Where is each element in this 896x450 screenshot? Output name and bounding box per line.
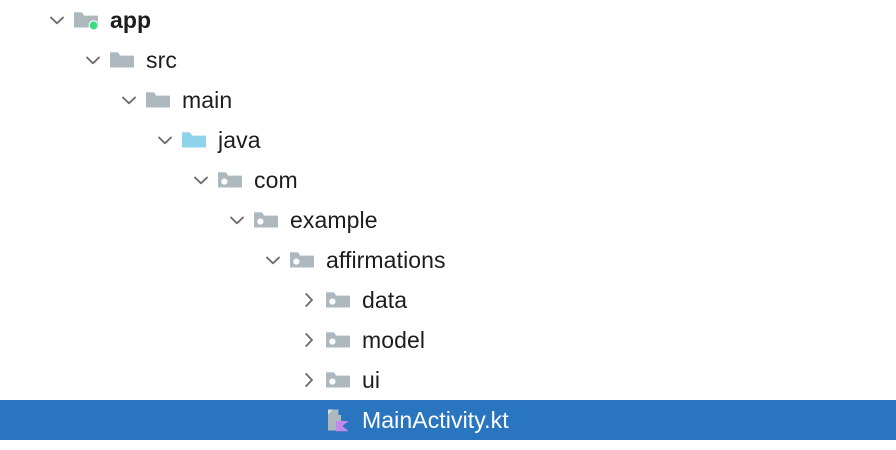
chevron-down-icon[interactable]	[188, 167, 214, 193]
tree-node-label: app	[110, 6, 152, 33]
tree-node-label: data	[362, 286, 408, 313]
package-folder-icon	[324, 286, 352, 314]
indent-spacer	[0, 420, 296, 421]
chevron-down-icon[interactable]	[224, 207, 250, 233]
indent-spacer	[0, 340, 296, 341]
tree-row[interactable]: ui	[0, 360, 896, 400]
tree-row[interactable]: affirmations	[0, 240, 896, 280]
package-folder-icon	[288, 246, 316, 274]
tree-row[interactable]: com	[0, 160, 896, 200]
tree-row[interactable]: src	[0, 40, 896, 80]
tree-node-label: affirmations	[326, 246, 446, 273]
chevron-right-icon[interactable]	[296, 327, 322, 353]
chevron-down-icon[interactable]	[44, 7, 70, 33]
tree-row[interactable]: java	[0, 120, 896, 160]
chevron-down-icon[interactable]	[152, 127, 178, 153]
tree-row[interactable]: main	[0, 80, 896, 120]
tree-node-label: com	[254, 166, 298, 193]
expander-placeholder	[296, 407, 322, 433]
kotlin-file-icon	[324, 406, 352, 434]
chevron-right-icon[interactable]	[296, 367, 322, 393]
folder-icon	[144, 86, 172, 114]
source-root-folder-icon	[180, 126, 208, 154]
chevron-down-icon[interactable]	[80, 47, 106, 73]
tree-row[interactable]: data	[0, 280, 896, 320]
indent-spacer	[0, 380, 296, 381]
tree-row[interactable]: model	[0, 320, 896, 360]
tree-node-label: src	[146, 46, 177, 73]
tree-node-label: model	[362, 326, 426, 353]
tree-row[interactable]: example	[0, 200, 896, 240]
indent-spacer	[0, 260, 260, 261]
module-folder-icon	[72, 6, 100, 34]
tree-row[interactable]: app	[0, 0, 896, 40]
package-folder-icon	[216, 166, 244, 194]
indent-spacer	[0, 60, 80, 61]
chevron-down-icon[interactable]	[260, 247, 286, 273]
chevron-right-icon[interactable]	[296, 287, 322, 313]
indent-spacer	[0, 300, 296, 301]
indent-spacer	[0, 140, 152, 141]
tree-node-label: example	[290, 206, 378, 233]
tree-node-label: ui	[362, 366, 381, 393]
package-folder-icon	[324, 366, 352, 394]
chevron-down-icon[interactable]	[116, 87, 142, 113]
folder-icon	[108, 46, 136, 74]
indent-spacer	[0, 220, 224, 221]
indent-spacer	[0, 20, 44, 21]
package-folder-icon	[324, 326, 352, 354]
tree-node-label: java	[218, 126, 261, 153]
tree-node-label: MainActivity.kt	[362, 406, 509, 433]
tree-node-label: main	[182, 86, 233, 113]
package-folder-icon	[252, 206, 280, 234]
indent-spacer	[0, 100, 116, 101]
indent-spacer	[0, 180, 188, 181]
tree-row-selected[interactable]: MainActivity.kt	[0, 400, 896, 440]
